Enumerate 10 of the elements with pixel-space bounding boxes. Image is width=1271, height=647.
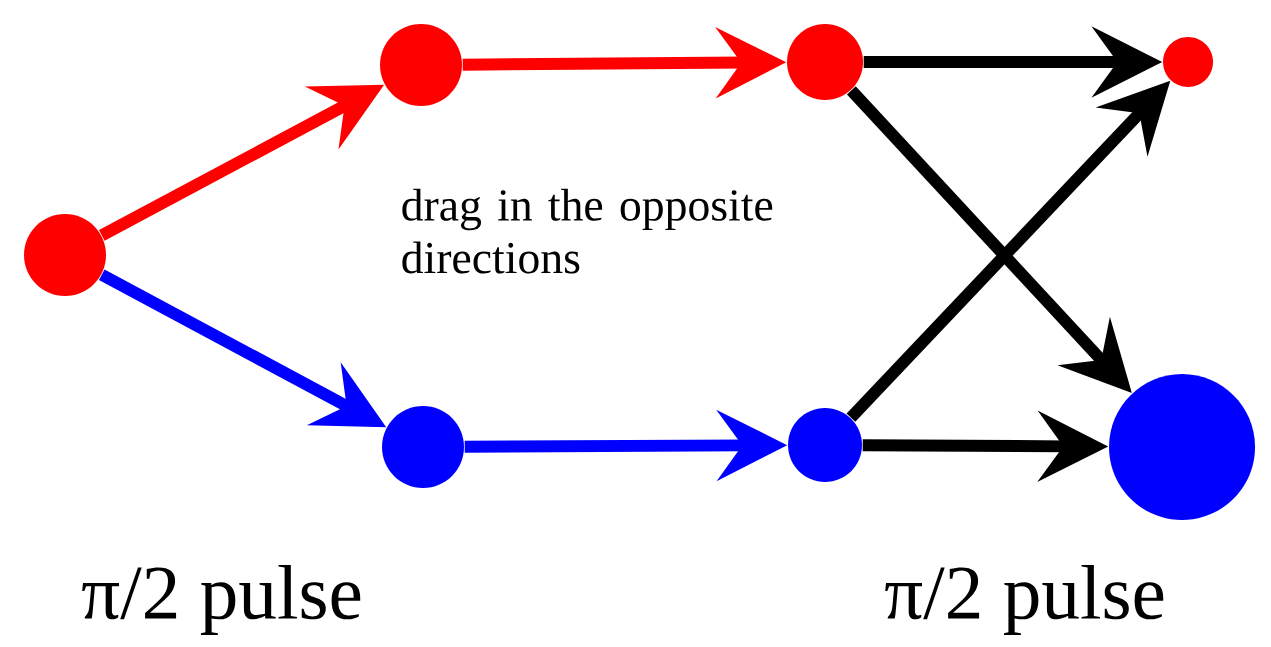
note-text: π/2 pulse <box>885 564 1164 636</box>
circle-node <box>1163 37 1214 87</box>
circle-node <box>787 24 863 100</box>
circle-node <box>382 406 464 488</box>
circle-node <box>1109 374 1256 520</box>
circle-node <box>24 214 106 296</box>
circle-node <box>788 408 862 482</box>
note-text: drag in the opposite directions <box>402 188 773 274</box>
note-text: π/2 pulse <box>82 564 361 636</box>
circle-node <box>380 24 462 106</box>
